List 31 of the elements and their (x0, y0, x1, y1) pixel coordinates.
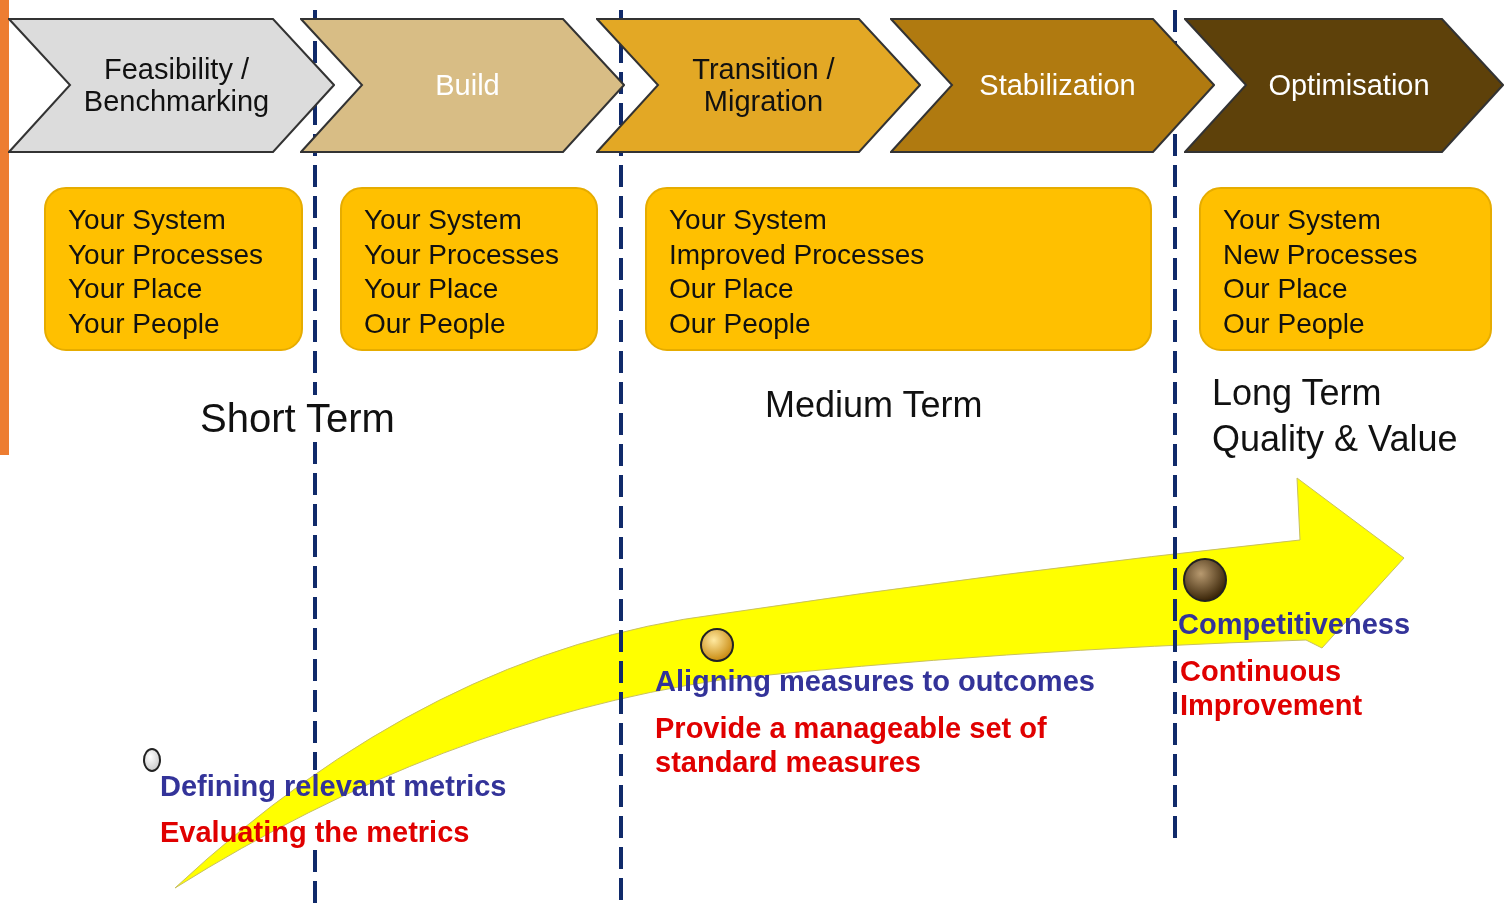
milestone-text: Continuous Improvement (1180, 655, 1364, 723)
quality-label: Quality & Value (1212, 418, 1458, 461)
phase-card (44, 187, 303, 351)
phase-label: Transition / Migration (691, 53, 836, 118)
card-text: Your System (364, 203, 523, 237)
card-text: Your System (68, 203, 227, 237)
phase-label: Feasibility / Benchmarking (82, 53, 271, 118)
card-text: Your System (1223, 203, 1382, 237)
card-text: Your Place (364, 272, 500, 306)
term-label: Long Term (1212, 372, 1382, 415)
card-text: Your People (68, 306, 221, 341)
card-text: Your Processes (364, 237, 561, 272)
phase-card (1199, 187, 1492, 351)
card-text: Our People (364, 306, 507, 341)
card-text: Your Processes (68, 237, 265, 272)
milestone-text: Provide a manageable set of standard measures (655, 712, 1048, 780)
phase-label: Build (435, 69, 500, 102)
card-text: Our People (669, 306, 812, 341)
phase-card (340, 187, 598, 351)
phase-card (645, 187, 1152, 351)
phase-label: Stabilization (979, 69, 1136, 102)
phase-label: Optimisation (1268, 69, 1430, 102)
card-text: Our Place (1223, 272, 1349, 306)
card-text: Your Place (68, 272, 204, 306)
term-label: Short Term (200, 395, 395, 442)
card-text: Your System (669, 203, 828, 237)
card-text: Improved Processes (669, 237, 926, 272)
term-label: Medium Term (765, 384, 983, 427)
card-text: Our Place (669, 272, 795, 306)
card-text: Our People (1223, 306, 1366, 341)
card-text: New Processes (1223, 237, 1419, 272)
